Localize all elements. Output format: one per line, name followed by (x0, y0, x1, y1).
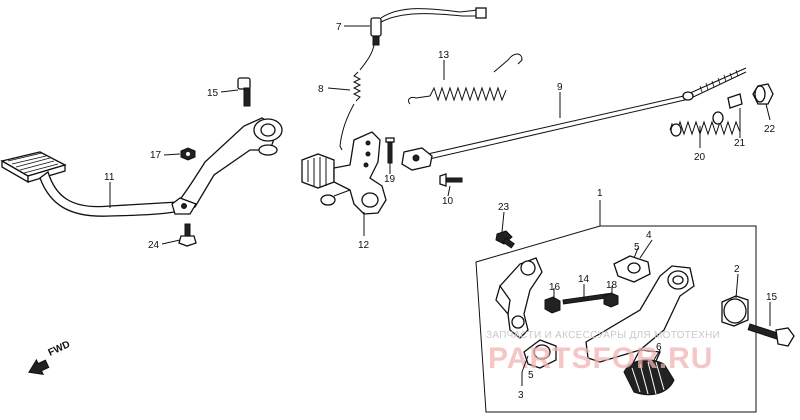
callout-19: 19 (384, 174, 396, 185)
bolt-15-lower (747, 323, 795, 347)
callouts: 15 17 11 24 7 8 12 19 13 9 10 20 21 22 1… (104, 22, 778, 401)
callout-16: 16 (549, 282, 561, 293)
callout-5-upper: 5 (634, 242, 640, 253)
callout-6: 6 (656, 342, 662, 353)
pedal-rubber-6 (623, 359, 675, 396)
callout-1: 1 (597, 188, 603, 199)
callout-2: 2 (734, 264, 740, 275)
callout-3: 3 (518, 390, 524, 401)
nut-17 (180, 147, 196, 161)
rod-end-5-lower (523, 339, 557, 369)
adjusting-nut-22 (752, 83, 774, 105)
callout-9: 9 (557, 82, 563, 93)
callout-20: 20 (694, 152, 706, 163)
fwd-arrow-icon: FWD (28, 339, 72, 376)
pin-19 (385, 137, 395, 164)
callout-22: 22 (764, 124, 776, 135)
clevis-pin-10 (439, 173, 463, 187)
spring-13 (407, 53, 523, 105)
spring-20 (669, 111, 741, 137)
callout-24: 24 (148, 240, 160, 251)
callout-14: 14 (578, 274, 590, 285)
callout-10: 10 (442, 196, 454, 207)
callout-12: 12 (358, 240, 370, 251)
callout-13: 13 (438, 50, 450, 61)
return-spring-8 (339, 44, 375, 151)
callout-11: 11 (104, 172, 115, 183)
collar-21 (727, 93, 743, 109)
svg-text:ЗАПЧАСТИ И АКСЕССУАРЫ ДЛЯ МОТО: ЗАПЧАСТИ И АКСЕССУАРЫ ДЛЯ МОТОТЕХНИ (486, 330, 720, 341)
callout-4: 4 (646, 230, 652, 241)
tie-rod-14 (562, 293, 610, 305)
callout-5-lower: 5 (528, 370, 534, 381)
nut-16 (544, 296, 561, 314)
assembly-box-1 (475, 200, 757, 413)
bolt-15-top (237, 77, 251, 107)
callout-8: 8 (318, 84, 324, 95)
callout-17: 17 (150, 150, 162, 161)
gearshift-link (495, 257, 543, 339)
brake-pedal (0, 117, 283, 217)
watermark-logo: PARTSFOR.RU (488, 342, 713, 375)
callout-21: 21 (734, 138, 746, 149)
bolt-23 (495, 230, 515, 249)
callout-7: 7 (336, 22, 342, 33)
nut-18 (603, 292, 619, 308)
collar-2 (721, 295, 749, 327)
brake-pivot-12 (301, 131, 387, 215)
fwd-label: FWD (47, 339, 72, 359)
brake-rod-9 (401, 67, 747, 171)
callout-15-lower: 15 (766, 292, 778, 303)
bolt-24 (178, 223, 197, 247)
watermark: ЗАПЧАСТИ И АКСЕССУАРЫ ДЛЯ МОТОТЕХНИ PART… (486, 330, 720, 375)
callout-15-top: 15 (207, 88, 219, 99)
leader-lines (109, 25, 771, 386)
brake-switch-7 (370, 7, 487, 46)
callout-23: 23 (498, 202, 510, 213)
rod-end-4 (613, 255, 651, 283)
callout-18: 18 (606, 280, 618, 291)
